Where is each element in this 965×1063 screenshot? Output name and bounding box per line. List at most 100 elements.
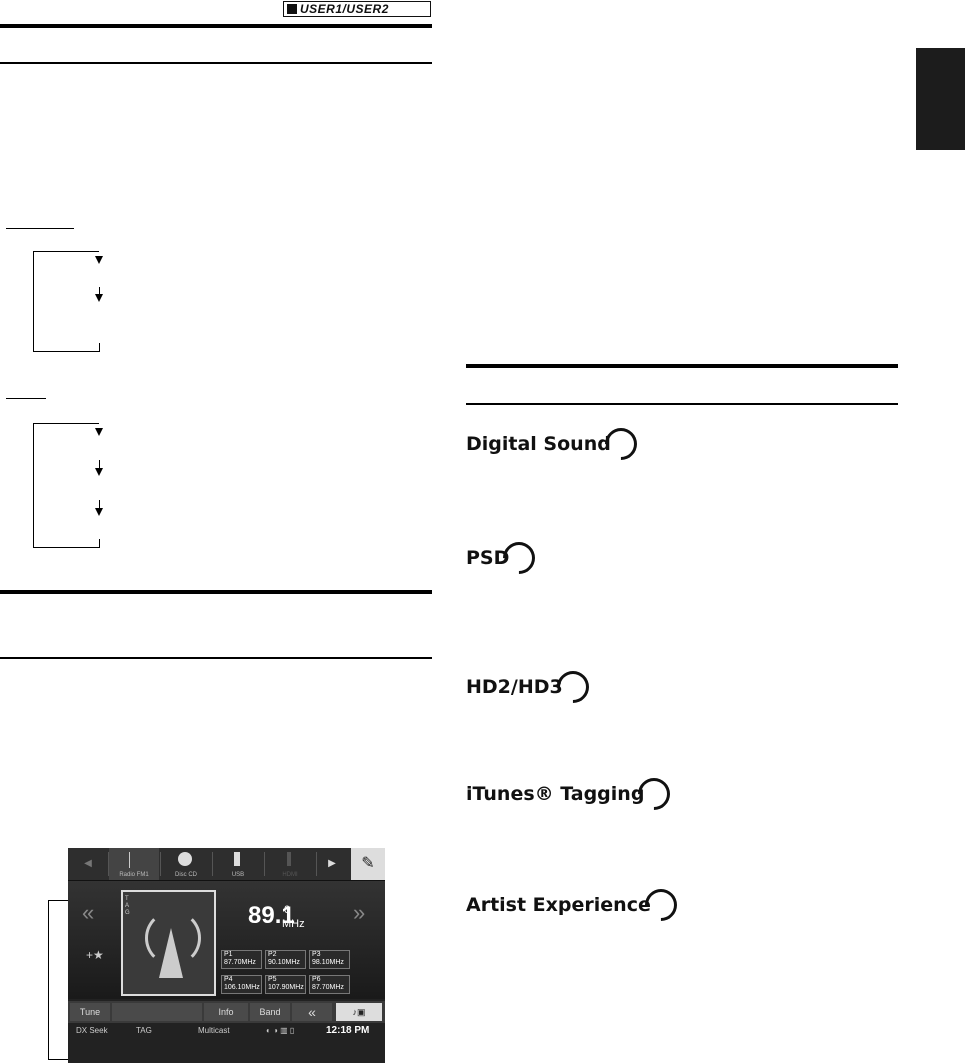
diagram1-loop-bottom (33, 351, 100, 352)
diagram1-arrow-1 (95, 256, 103, 264)
hd2-hd3-logo: HD2/HD3 (466, 664, 596, 710)
diagram2-stem-2 (99, 460, 100, 468)
artist-experience-arc-icon (638, 882, 684, 928)
diagram1-stem-2 (99, 287, 100, 294)
tag-vertical-label: TAG (125, 896, 130, 916)
settings-wrench-button[interactable]: ✎ (351, 848, 385, 880)
artist-experience-logo: Artist Experience (466, 882, 684, 928)
blank-function-button[interactable] (112, 1003, 202, 1021)
preset-6-value: 87.70MHz (312, 984, 344, 991)
preset-1-value: 87.70MHz (224, 959, 256, 966)
usb-icon (234, 852, 240, 866)
source-separator (212, 852, 213, 876)
diagram2-arrow-2 (95, 468, 103, 476)
psd-arc-icon (496, 535, 543, 581)
preset-3-label: P3 (312, 951, 321, 958)
digital-sound-text: Digital Sound (466, 433, 611, 455)
radio-screen-illustration: ◀ Radio FM1 Disc CD USB HDMI ▶ ✎ « +★ TA… (68, 848, 385, 1063)
frequency-superscript: 0 (284, 904, 291, 916)
itunes-tagging-arc-icon (631, 771, 678, 817)
callout-line-vertical (48, 900, 49, 1060)
diagram2-arrow-3 (95, 508, 103, 516)
seek-forward-button[interactable]: » (353, 900, 366, 925)
source-next-button[interactable]: ▶ (328, 858, 336, 869)
info-button[interactable]: Info (204, 1003, 248, 1021)
seek-back-button[interactable]: « (82, 900, 95, 925)
diagram2-label-underline (6, 398, 46, 400)
diagram2-stem-3 (99, 500, 100, 508)
user-mode-badge: USER1/USER2 (283, 1, 431, 17)
preset-4-value: 106.10MHz (224, 984, 260, 991)
audio-mode-button[interactable]: ♪▣ (336, 1003, 382, 1021)
hd2-hd3-arc-icon (550, 664, 596, 710)
left-heading-rule-top (0, 24, 432, 28)
broadcast-icon (145, 910, 201, 966)
left-heading-rule-bottom (0, 62, 432, 64)
badge-square-icon (287, 4, 297, 14)
source-separator (264, 852, 265, 876)
preset-6-label: P6 (312, 976, 321, 983)
preset-3-value: 98.10MHz (312, 959, 344, 966)
tune-button[interactable]: Tune (70, 1003, 110, 1021)
section-side-tab (916, 48, 965, 150)
hdmi-icon (287, 852, 291, 866)
psd-text: PSD (466, 547, 510, 569)
preset-2-label: P2 (268, 951, 277, 958)
source-radio[interactable]: Radio FM1 (109, 848, 159, 880)
clock: 12:18 PM (326, 1025, 370, 1036)
right-heading-rule-bottom (466, 403, 898, 405)
source-disc-label: Disc CD (175, 872, 197, 878)
favorite-star-icon[interactable]: +★ (86, 948, 104, 962)
source-prev-button[interactable]: ◀ (84, 858, 92, 869)
badge-text: USER1/USER2 (300, 2, 389, 16)
status-icons: ◐ ◑ ▥ ▯ (266, 1026, 295, 1035)
artist-experience-text: Artist Experience (466, 894, 651, 916)
status-bar: DX Seek TAG Multicast ◐ ◑ ▥ ▯ 12:18 PM (68, 1025, 385, 1038)
diagram2-loop-bottom (33, 547, 100, 548)
source-hdmi-label: HDMI (282, 872, 298, 878)
dx-seek-status: DX Seek (76, 1026, 108, 1035)
preset-1-label: P1 (224, 951, 233, 958)
diagram2-loop-top (33, 423, 99, 424)
diagram1-loop-right (99, 343, 100, 352)
diagram2-loop-right (99, 539, 100, 548)
tag-status: TAG (136, 1026, 152, 1035)
preset-5-value: 107.90MHz (268, 984, 304, 991)
diagram1-arrow-2 (95, 294, 103, 302)
tower-icon (159, 928, 183, 978)
source-disc[interactable]: Disc CD (161, 848, 211, 880)
itunes-tagging-logo: iTunes® Tagging (466, 771, 678, 817)
hd2-hd3-text: HD2/HD3 (466, 676, 563, 698)
preset-4-label: P4 (224, 976, 233, 983)
station-artwork: TAG (121, 890, 216, 996)
frequency-display: 89.1 (248, 902, 295, 929)
source-usb[interactable]: USB (213, 848, 263, 880)
rewind-button[interactable]: « (292, 1003, 332, 1021)
right-heading-rule-top (466, 364, 898, 368)
source-separator (316, 852, 317, 876)
digital-sound-arc-icon (598, 421, 644, 467)
psd-logo: PSD (466, 535, 543, 581)
preset-5-label: P5 (268, 976, 277, 983)
band-button[interactable]: Band (250, 1003, 290, 1021)
diagram2-loop-left (33, 423, 34, 548)
source-bar: ◀ Radio FM1 Disc CD USB HDMI ▶ ✎ (68, 848, 385, 881)
source-hdmi[interactable]: HDMI (265, 848, 315, 880)
multicast-status: Multicast (198, 1026, 230, 1035)
antenna-icon (129, 852, 130, 868)
diagram1-loop-left (33, 251, 34, 352)
preset-2-value: 90.10MHz (268, 959, 300, 966)
source-separator (160, 852, 161, 876)
function-button-bar: Tune Info Band « ♪▣ (68, 1001, 385, 1023)
digital-sound-logo: Digital Sound (466, 421, 644, 467)
diagram2-arrow-1 (95, 428, 103, 436)
left-section2-rule-bottom (0, 657, 432, 659)
source-usb-label: USB (231, 872, 245, 878)
itunes-tagging-text: iTunes® Tagging (466, 783, 645, 805)
